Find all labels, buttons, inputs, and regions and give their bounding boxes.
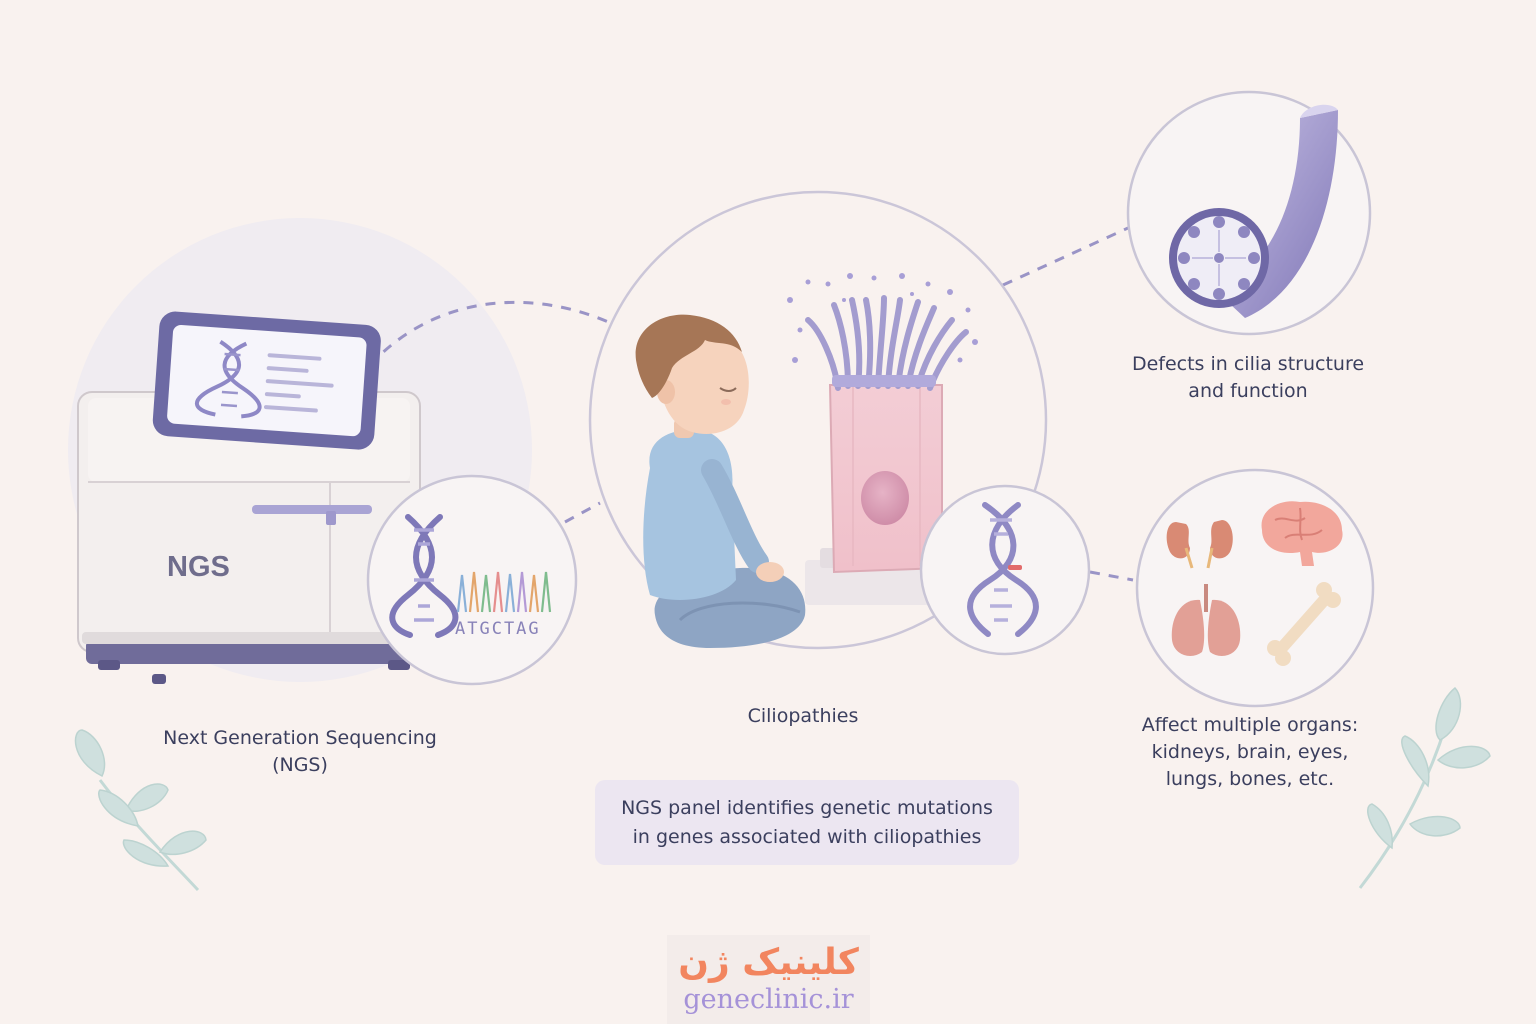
organs-circle [1135, 468, 1375, 708]
ngs-label-line1: Next Generation Sequencing [163, 727, 437, 749]
leaf-branch-left [74, 729, 207, 892]
ngs-machine-label: NGS [167, 551, 230, 583]
sequencer-screen [152, 311, 381, 450]
cell-nucleus [861, 471, 909, 525]
connector-center-to-cilia [1002, 226, 1129, 287]
panel-line2: in genes associated with ciliopathies [632, 826, 982, 848]
logo-persian-text: کلینیک ژن [678, 942, 859, 983]
ngs-label-line2: (NGS) [272, 754, 328, 776]
logo-website-text: geneclinic.ir [683, 984, 854, 1015]
mutation-marker [1008, 565, 1022, 570]
organs-line2: kidneys, brain, eyes, [1151, 741, 1349, 763]
connector-dna-to-center [564, 501, 601, 524]
cilia-defects-line1: Defects in cilia structure [1131, 353, 1365, 375]
leaf-branch-right [1358, 686, 1491, 889]
dna-helix-icon [389, 514, 459, 638]
connector-dna-to-organs [1089, 570, 1134, 582]
ngs-panel-callout: NGS panel identifies genetic mutations i… [595, 780, 1019, 865]
lungs-icon [1171, 584, 1241, 656]
cilia-defects-line2: and function [1188, 380, 1308, 402]
ciliated-cell-illustration [787, 273, 978, 605]
sequence-letters: ATGCTAG [455, 619, 541, 639]
kidneys-icon [1166, 520, 1233, 569]
geneclinic-logo[interactable]: کلینیک ژن geneclinic.ir [667, 935, 870, 1024]
brain-icon [1261, 501, 1343, 566]
connector-screen-to-center [368, 300, 616, 367]
screen-data-lines [263, 353, 334, 413]
chromatogram-peaks [456, 571, 552, 613]
mutated-dna-icon [967, 502, 1039, 637]
ngs-label: Next Generation Sequencing (NGS) [130, 725, 470, 779]
ciliopathies-label: Ciliopathies [747, 705, 859, 727]
organs-line3: lungs, bones, etc. [1165, 768, 1335, 790]
panel-line1: NGS panel identifies genetic mutations [621, 797, 993, 819]
organs-label: Affect multiple organs: kidneys, brain, … [1100, 712, 1400, 793]
cilia-particles [787, 273, 978, 363]
cilia-defects-label: Defects in cilia structure and function [1098, 351, 1398, 405]
bone-icon [1267, 582, 1341, 666]
cilium-cross-section [1169, 104, 1338, 318]
organs-line1: Affect multiple organs: [1141, 714, 1359, 736]
child-figure [635, 314, 806, 648]
ciliopathy-center-circle [588, 190, 1048, 650]
